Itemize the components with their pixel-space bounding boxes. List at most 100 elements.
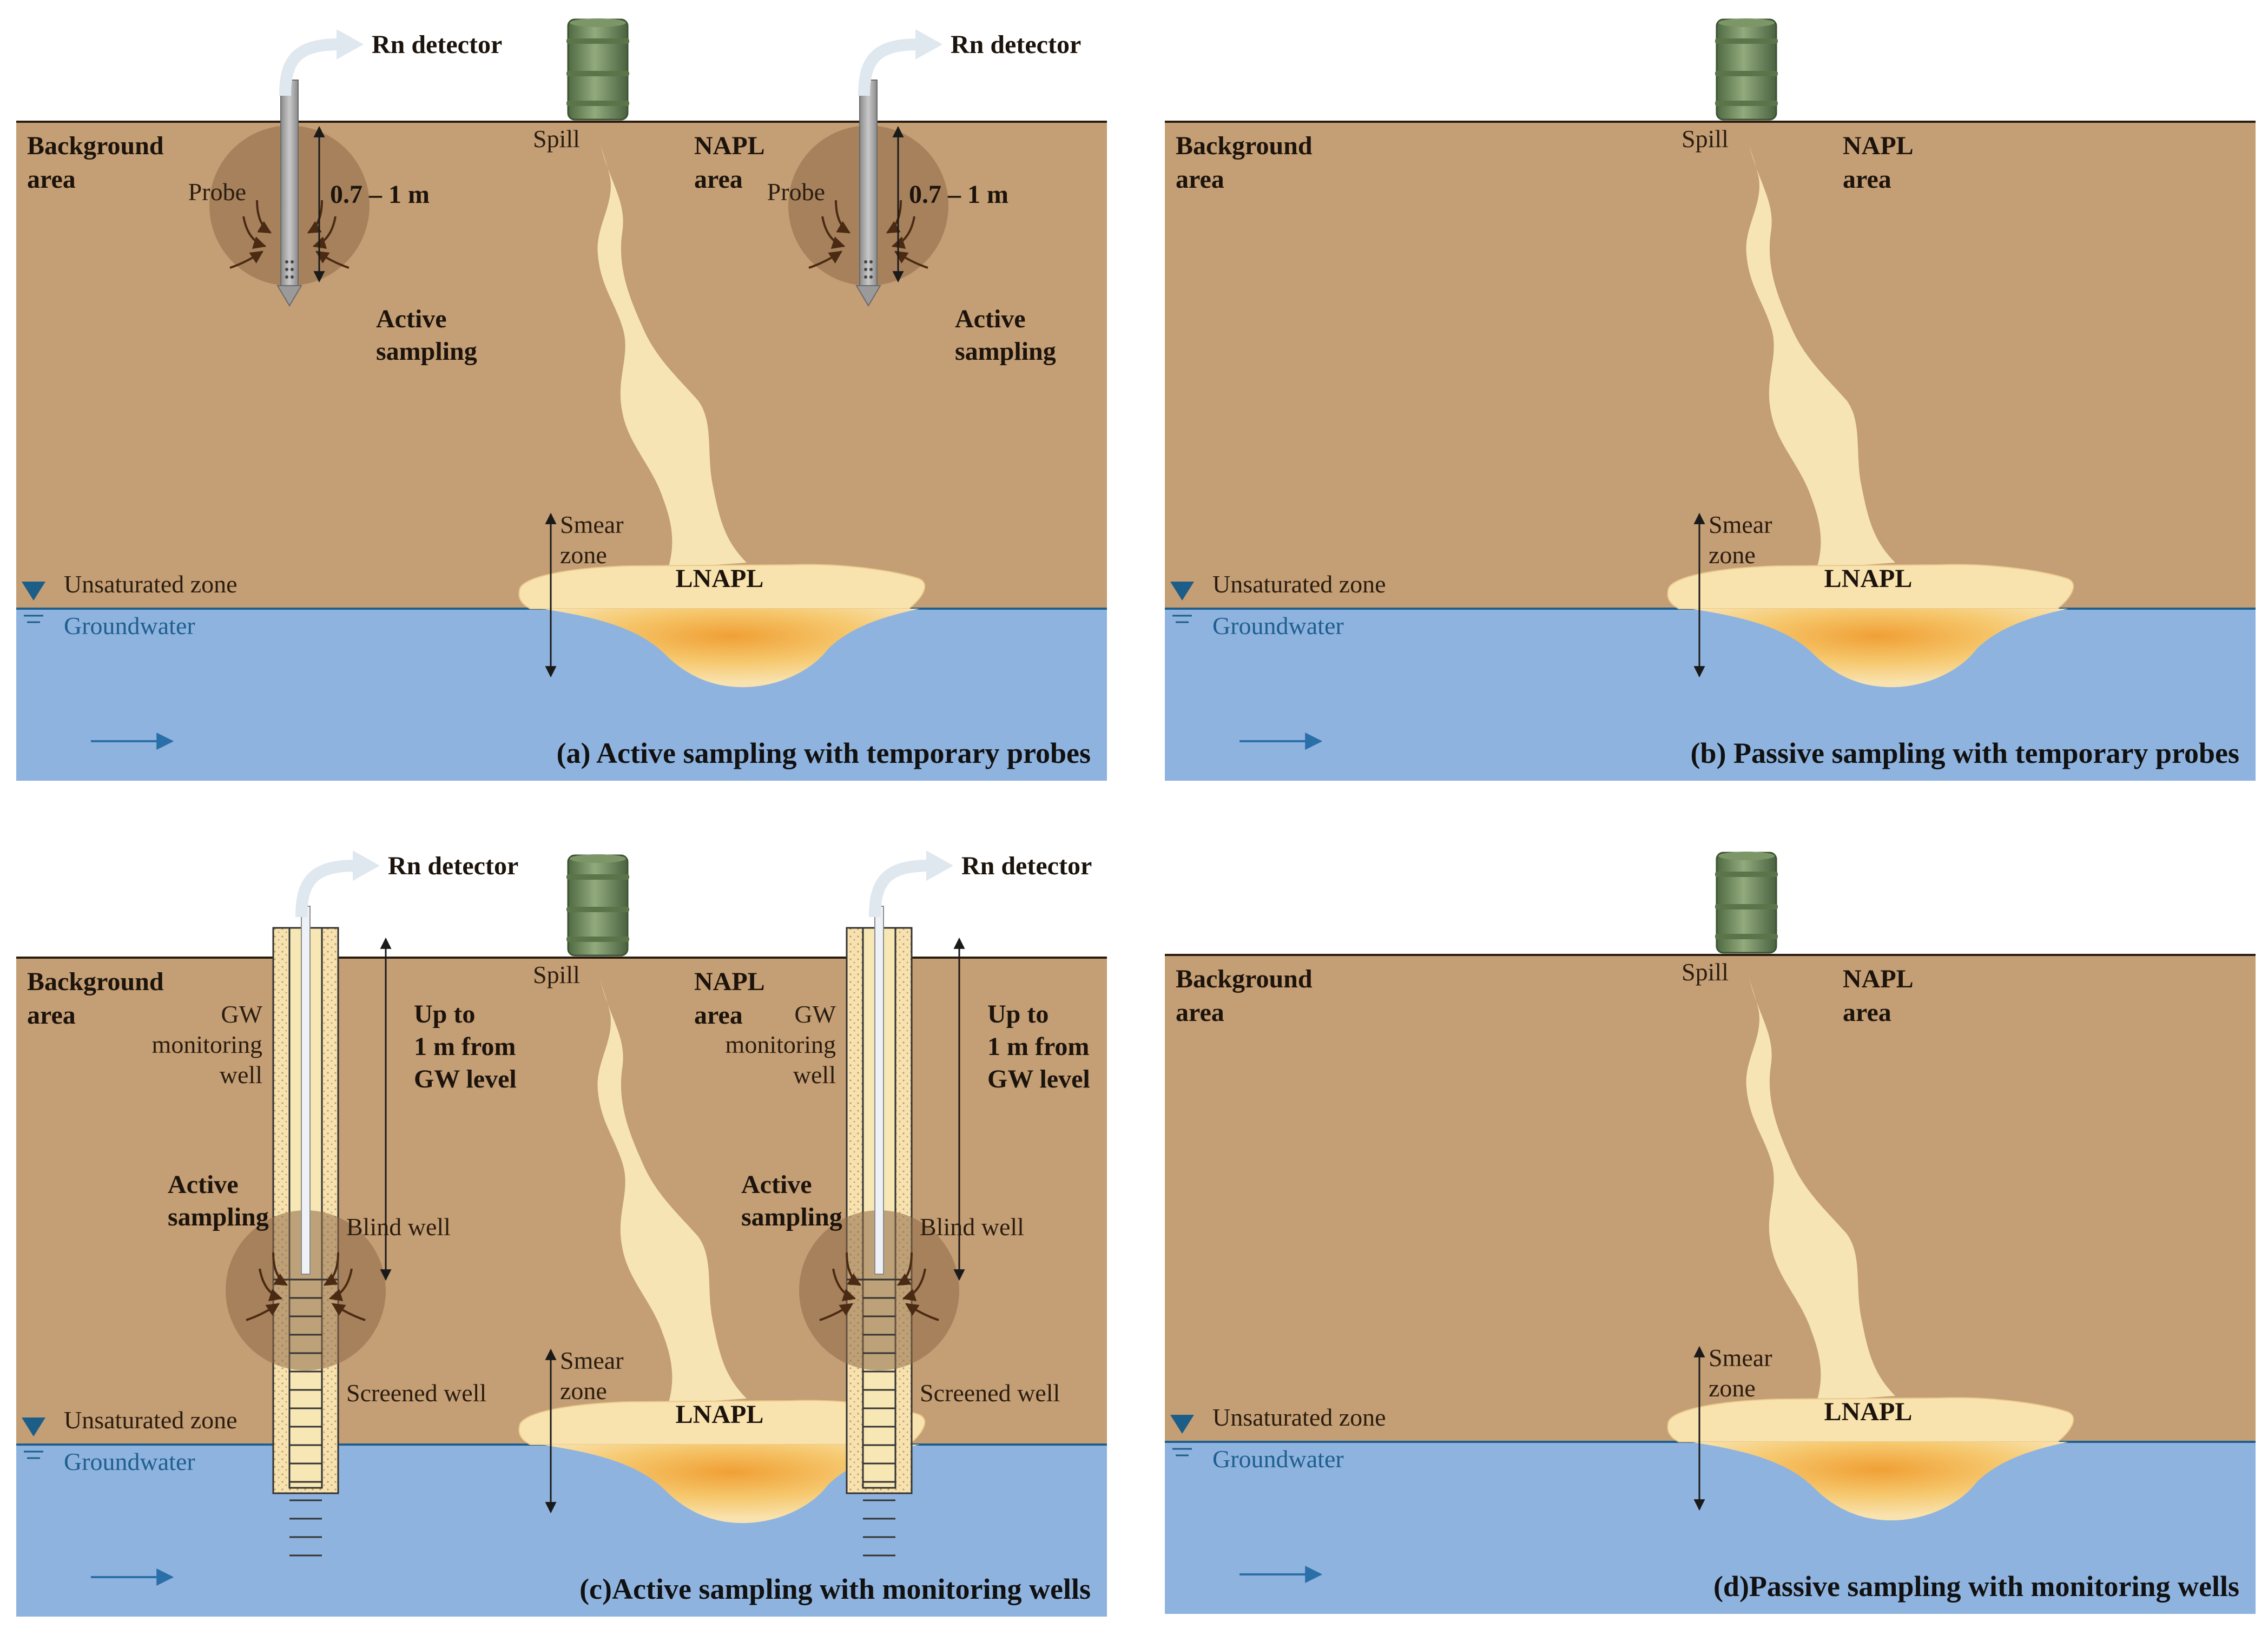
unsaturated-zone-label: Unsaturated zone [1212,1403,1386,1431]
water-table-icon [1170,1415,1194,1434]
soil-gas-flow-arrow [832,1268,856,1301]
rn-detector-label: Rn detector [388,852,518,880]
lnapl-label: LNAPL [1824,564,1913,593]
probe-perforation [864,260,867,263]
smear-zone-label-2: zone [560,541,607,569]
probe-label: Probe [188,178,246,206]
soil-gas-flow-arrow [905,1303,939,1321]
napl-area-label-1: NAPL [694,967,765,996]
background-area-label-1: Background [1176,131,1313,160]
background-area-label-2: area [1176,165,1224,194]
probe-perforation [864,275,867,279]
groundwater-layer [1165,1442,2256,1614]
groundwater-layer [16,609,1107,781]
groundwater-layer [1165,609,2256,781]
blind-well-label: Blind well [920,1213,1024,1241]
unsaturated-zone-label: Unsaturated zone [64,570,238,598]
active-sampling-label-1: Active [168,1170,239,1199]
napl-plume [1746,973,1895,1401]
lnapl-label: LNAPL [1824,1397,1913,1426]
active-sampling-label-2: sampling [741,1203,842,1231]
smear-zone-label-2: zone [1709,541,1756,569]
detector-arrow-icon [353,851,380,881]
active-sampling-label-2: sampling [168,1203,269,1231]
gw-well-label-2: monitoring [726,1031,836,1058]
panel-caption: (d)Passive sampling with monitoring well… [1713,1570,2239,1603]
background-area-label-2: area [1176,998,1224,1027]
probe-rod [859,80,878,286]
gw-well-label-3: well [793,1061,836,1089]
soil-gas-flow-arrow [246,1303,280,1321]
soil-layer [16,958,1107,1445]
probe-rod [280,80,299,286]
lnapl-lens [1690,609,2068,688]
background-area-label-1: Background [27,131,164,160]
sampling-tube [874,906,884,1275]
soil-layer [1165,122,2256,609]
lnapl-label: LNAPL [676,1400,764,1429]
spill-label: Spill [1682,958,1729,986]
soil-gas-flow-arrow [229,250,263,269]
detector-tube [869,860,929,918]
probe-perforation [869,275,873,279]
groundwater-label: Groundwater [64,612,195,640]
napl-area-label-2: area [694,1001,743,1030]
napl-area-label-2: area [694,165,743,194]
napl-area-label-1: NAPL [1843,965,1914,993]
screened-well-label: Screened well [346,1379,486,1407]
active-sampling-label-1: Active [955,305,1026,333]
soil-gas-flow-arrow [272,1252,288,1286]
spill-label: Spill [533,125,580,153]
lnapl-lens [541,1445,920,1524]
napl-plume [597,975,747,1404]
smear-zone-label-1: Smear [560,511,624,538]
spill-label: Spill [1682,125,1729,153]
active-sampling-label-2: sampling [955,337,1056,366]
soil-gas-flow-arrow [332,1303,366,1321]
panel-caption: (b) Passive sampling with temporary prob… [1690,737,2239,769]
lnapl-pancake [518,564,926,609]
soil-gas-flow-arrow [259,1268,283,1301]
background-area-label-1: Background [1176,965,1313,993]
rn-detector-label: Rn detector [951,30,1081,59]
gw-well-label-1: GW [221,1000,262,1028]
soil-layer [1165,955,2256,1442]
probe-tip [276,285,302,307]
napl-area-label-2: area [1843,165,1891,194]
probe-perforation [291,275,294,279]
spill-label: Spill [533,961,580,988]
lnapl-lens [541,609,920,688]
oil-drum-icon [566,854,629,957]
background-area-label-1: Background [27,967,164,996]
active-sampling-label-1: Active [741,1170,812,1199]
probe-perforation [285,275,288,279]
gw-well-label-1: GW [794,1000,836,1028]
screened-well-label: Screened well [920,1379,1060,1407]
groundwater-label: Groundwater [1212,612,1344,640]
probe-perforation [291,260,294,263]
soil-gas-flow-arrow [256,200,272,234]
probe-perforation [869,268,873,271]
depth-label-3: GW level [414,1065,517,1093]
panel-caption: (a) Active sampling with temporary probe… [557,737,1091,769]
soil-gas-flow-arrow [808,250,842,269]
lnapl-pancake [1667,564,2074,609]
soil-gas-flow-arrow [242,216,267,249]
napl-area-label-2: area [1843,998,1891,1027]
background-area-label-2: area [27,1001,76,1030]
depth-label-2: 1 m from [414,1032,516,1061]
soil-gas-flow-arrow [821,216,846,249]
active-sampling-label-2: sampling [376,337,477,366]
smear-zone-label-2: zone [1709,1374,1756,1402]
smear-zone-label-2: zone [560,1377,607,1405]
unsaturated-zone-label: Unsaturated zone [64,1406,238,1434]
groundwater-label: Groundwater [1212,1445,1344,1473]
detector-tube [858,38,919,96]
depth-label: 0.7 – 1 m [909,180,1008,209]
soil-gas-flow-arrow [846,1252,862,1286]
soil-gas-flow-arrow [819,1303,853,1321]
probe-label: Probe [767,178,825,206]
depth-label-1: Up to [987,1000,1049,1029]
soil-gas-flow-arrow [896,1252,913,1286]
